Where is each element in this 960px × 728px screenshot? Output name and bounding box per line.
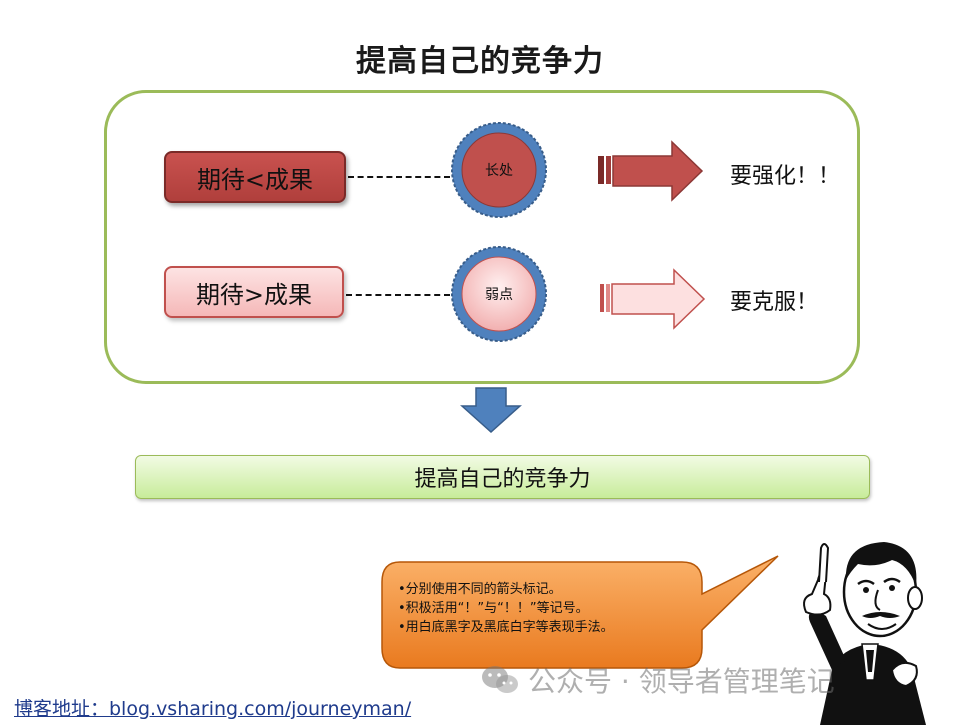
connector-dashed-line-1: [348, 176, 450, 178]
strength-circle-shape: [451, 122, 547, 218]
expectation-less-than-result-box: 期待<成果: [164, 151, 346, 203]
page-title: 提高自己的竞争力: [356, 44, 604, 79]
connector-dashed-line-2: [346, 294, 450, 296]
strength-circle: 长处: [449, 120, 549, 220]
strength-label: 长处: [485, 163, 513, 179]
callout-line-2: •积极活用“！”与“！！”等记号。: [398, 601, 589, 616]
pointing-man-illustration: [803, 542, 926, 725]
right-arrow-light-icon: [600, 268, 706, 330]
callout-line-1: •分别使用不同的箭头标记。: [398, 582, 562, 597]
down-arrow-icon: [460, 387, 522, 434]
blog-address-link[interactable]: 博客地址：blog.vsharing.com/journeyman/: [14, 698, 412, 720]
strengthen-text: 要强化！！: [730, 164, 841, 189]
expectation-greater-than-result-box: 期待>成果: [164, 266, 344, 318]
overcome-text: 要克服！: [730, 290, 819, 315]
wechat-watermark: 公众号 · 领导者管理笔记: [480, 660, 835, 700]
weakness-label: 弱点: [485, 287, 513, 303]
weakness-circle: 弱点: [449, 244, 549, 344]
right-arrow-dark-icon: [598, 140, 704, 202]
wechat-icon: [482, 666, 518, 693]
callout-line-3: •用白底黑字及黑底白字等表现手法。: [398, 620, 614, 635]
watermark-text: 公众号 · 领导者管理笔记: [528, 665, 835, 698]
weakness-circle-shape: [451, 246, 547, 342]
conclusion-bar: 提高自己的竞争力: [135, 455, 870, 499]
callout-text: •分别使用不同的箭头标记。 •积极活用“！”与“！！”等记号。 •用白底黑字及黑…: [398, 580, 698, 637]
callout-bubble: [381, 555, 779, 669]
